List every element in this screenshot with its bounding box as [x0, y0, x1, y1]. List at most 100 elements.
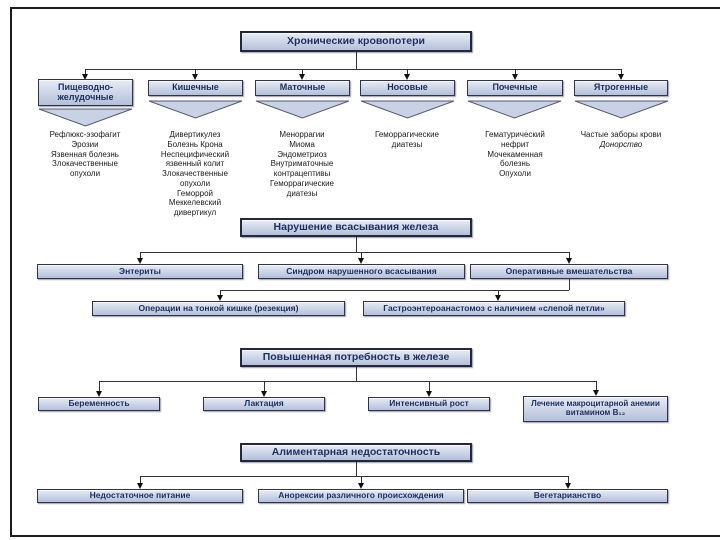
arrow-down-icon: [358, 258, 364, 264]
arrow-down-icon: [217, 295, 223, 301]
box-insufficient-nutrition: Недостаточное питание: [37, 489, 243, 503]
list-item: Дивертикулез: [169, 130, 221, 139]
list-item: Болезнь Крона: [167, 139, 223, 149]
connector-line: [361, 252, 362, 258]
arrow-down-icon: [426, 391, 432, 397]
connector-line: [85, 69, 86, 74]
connector-line: [356, 237, 357, 252]
box-vegetarianism: Вегетарианство: [467, 489, 668, 503]
box-enteritis: Энтериты: [37, 264, 243, 279]
connector-line: [596, 381, 597, 390]
title-alimentary-insufficiency: Алиментарная недостаточность: [240, 443, 472, 462]
connector-line: [361, 476, 362, 483]
connector-line: [85, 69, 621, 70]
box-malabsorption-syndrome: Синдром нарушенного всасывания: [258, 264, 465, 279]
slide-frame: [10, 7, 720, 537]
box-intensive-growth: Интенсивный рост: [368, 397, 490, 411]
box-pregnancy: Беременность: [38, 397, 160, 411]
list-item: Эрозии: [71, 139, 99, 149]
list-item: Геморрагические диатезы: [375, 130, 439, 149]
list-item: Язвенная болезнь: [51, 149, 119, 159]
connector-line: [140, 476, 141, 483]
list-item: Меккелевский дивертикул: [168, 198, 222, 217]
connector-line: [429, 381, 430, 391]
list-item: Рефлюкс-эзофагит: [49, 130, 121, 139]
list-item: Меноррагии: [279, 130, 325, 139]
list-item: Геморрагические диатезы: [270, 178, 334, 198]
connector-line: [498, 290, 499, 295]
box-lactation: Лактация: [203, 397, 325, 411]
arrow-down-icon: [404, 74, 410, 80]
arrow-down-icon: [512, 74, 518, 80]
category-box-renal: Почечные: [467, 80, 563, 96]
title-chronic-blood-loss: Хронические кровопотери: [240, 31, 472, 52]
list-item: Частые заборы крови: [580, 130, 662, 139]
connector-line: [195, 69, 196, 74]
arrow-down-icon: [137, 258, 143, 264]
connector-line: [99, 381, 596, 382]
list-item: Геморрой: [176, 188, 213, 198]
list-item: Неспецифический язвенный колит: [160, 149, 230, 169]
connector-line: [569, 279, 570, 290]
arrow-down-icon: [192, 74, 198, 80]
connector-line: [220, 290, 569, 291]
connector-line: [220, 290, 221, 295]
list-nasal: Геморрагические диатезы: [364, 130, 450, 150]
connector-line: [140, 476, 568, 477]
category-box-uterine: Маточные: [255, 80, 350, 96]
list-item: Донорство: [599, 139, 643, 149]
connector-line: [515, 69, 516, 74]
triangle-connector-icon: [38, 108, 133, 127]
category-box-nasal: Носовые: [360, 80, 455, 96]
connector-line: [140, 252, 569, 253]
category-box-intestinal: Кишечные: [148, 80, 243, 96]
category-box-gastric: Пищеводно-желудочные: [38, 79, 133, 106]
box-gastroenteroanastomosis: Гастроэнтероанастомоз с наличием «слепой…: [363, 301, 625, 316]
arrow-down-icon: [618, 74, 624, 80]
connector-line: [621, 69, 622, 74]
connector-line: [356, 52, 357, 69]
connector-line: [356, 462, 357, 476]
arrow-down-icon: [299, 74, 305, 80]
triangle-connector-icon: [467, 100, 562, 119]
triangle-connector-icon: [574, 100, 669, 119]
arrow-down-icon: [495, 295, 501, 301]
list-item: Миома: [289, 139, 315, 149]
box-anorexia: Анорексии различного происхождения: [258, 489, 464, 503]
box-b12-treatment: Лечение макроцитарной анемии витамином B…: [523, 396, 668, 422]
title-iron-absorption-disorder: Нарушение всасывания железа: [240, 218, 472, 237]
connector-line: [356, 367, 357, 381]
list-item: Опухоли: [499, 169, 531, 178]
arrow-down-icon: [96, 391, 102, 397]
connector-line: [302, 69, 303, 74]
arrow-down-icon: [566, 258, 572, 264]
box-surgical-interventions: Оперативные вмешательства: [470, 264, 668, 279]
connector-line: [568, 476, 569, 483]
arrow-down-icon: [82, 74, 88, 80]
arrow-down-icon: [593, 390, 599, 396]
arrow-down-icon: [137, 483, 143, 489]
arrow-down-icon: [261, 391, 267, 397]
connector-line: [140, 252, 141, 258]
list-item: Злокачественные опухоли: [52, 159, 118, 178]
connector-line: [264, 381, 265, 391]
box-small-intestine-resection: Операции на тонкой кишке (резекция): [92, 301, 345, 316]
title-increased-iron-demand: Повышенная потребность в железе: [240, 348, 472, 367]
connector-line: [407, 69, 408, 74]
list-item: Гематурический нефрит: [485, 130, 545, 149]
arrow-down-icon: [565, 483, 571, 489]
triangle-connector-icon: [148, 100, 243, 119]
triangle-connector-icon: [360, 100, 455, 119]
list-item: Эндометриоз: [277, 149, 327, 159]
list-item: Мочекаменная болезнь: [487, 149, 543, 169]
list-item: Внутриматочные контрацептивы: [270, 159, 334, 178]
triangle-connector-icon: [255, 100, 350, 119]
connector-line: [99, 381, 100, 391]
list-item: Злокачественные опухоли: [162, 169, 228, 188]
